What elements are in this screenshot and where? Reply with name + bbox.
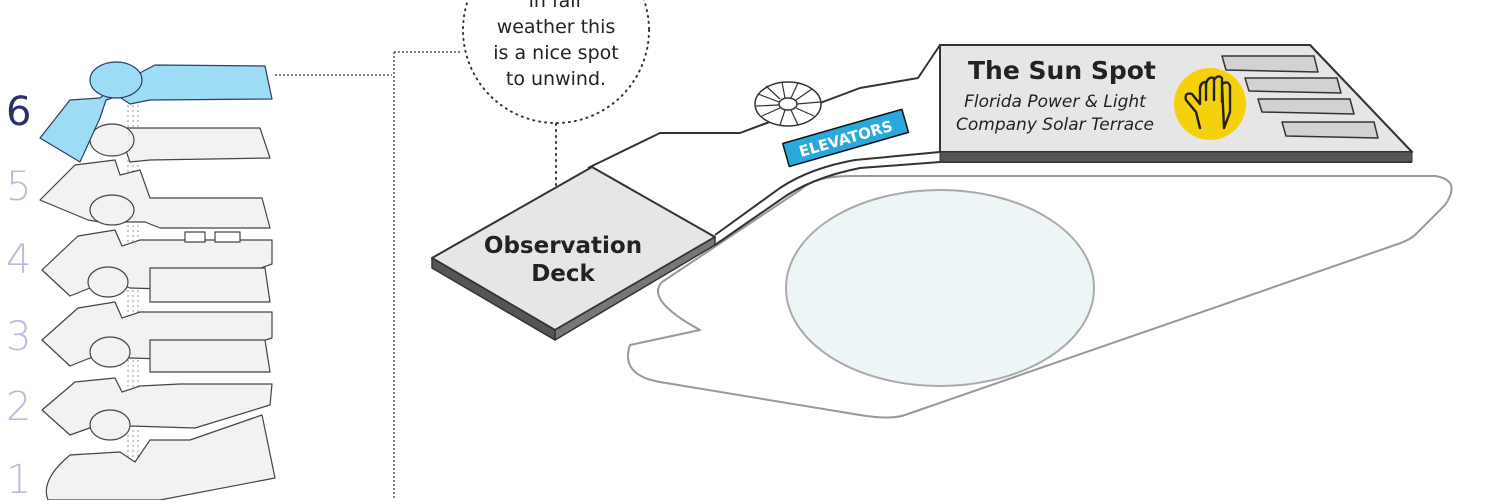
floor-3-lower <box>149 339 271 373</box>
sun-spot-subtitle-line-2: Company Solar Terrace <box>956 115 1154 135</box>
floor-number-6[interactable]: 6 <box>6 89 32 135</box>
deck-line-1: Observation <box>483 233 643 259</box>
hand-icon <box>1174 68 1246 140</box>
observation-deck-label: Observation Deck <box>470 232 656 288</box>
solar-panel-3 <box>1257 98 1355 115</box>
sun-spot-title: The Sun Spot <box>968 56 1156 85</box>
floor-6-under-round <box>89 123 135 157</box>
deck-line-2: Deck <box>531 261 595 287</box>
sun-spot-edge <box>939 151 1413 163</box>
solar-panel-1 <box>1221 55 1319 73</box>
floor-2-round <box>89 409 131 441</box>
floor-4-lower <box>149 267 271 303</box>
callout-text: in fair weather this is a nice spot to u… <box>466 0 646 92</box>
sun-spot-subtitle: Florida Power & Light Company Solar Terr… <box>940 91 1170 137</box>
floor-stack <box>39 61 392 501</box>
floor-5-round <box>89 194 135 226</box>
floor-3-round <box>89 336 131 368</box>
floor-4-round <box>87 266 129 298</box>
pool <box>785 189 1095 387</box>
terrace-inner-edge <box>714 161 1412 246</box>
floor-4-slots <box>184 231 241 243</box>
solar-panel-4 <box>1281 121 1379 139</box>
floor-number-5[interactable]: 5 <box>6 164 32 210</box>
sun-spot-subtitle-line-1: Florida Power & Light <box>964 92 1146 112</box>
floor-number-4[interactable]: 4 <box>6 237 32 283</box>
callout-line-1: in fair <box>528 0 584 12</box>
floor-plate-6 <box>39 61 273 163</box>
floor-plate-5b <box>117 127 271 163</box>
observation-deck-edge-right <box>554 236 716 341</box>
floor-plate-5 <box>39 159 271 229</box>
main-plan: ELEVATORS <box>431 44 1453 419</box>
fan-icon <box>754 81 822 127</box>
floor-number-2[interactable]: 2 <box>6 384 32 430</box>
callout-line-4: to unwind. <box>505 68 607 90</box>
solar-panels <box>1221 55 1379 139</box>
floor-number-1[interactable]: 1 <box>6 457 32 503</box>
callout-line-2: weather this <box>496 16 616 38</box>
callout-line-3: is a nice spot <box>493 42 619 64</box>
floor-number-3[interactable]: 3 <box>6 314 32 360</box>
solar-panel-2 <box>1244 77 1342 94</box>
